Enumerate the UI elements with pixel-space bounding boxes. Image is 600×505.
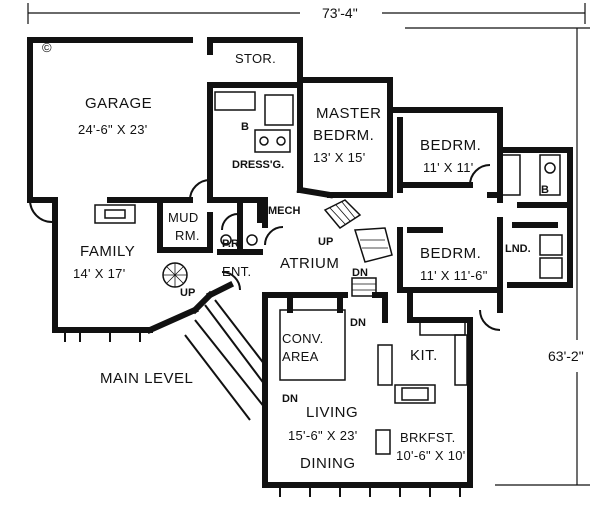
fixtures xyxy=(94,91,563,455)
room-label-living: LIVING xyxy=(306,404,358,421)
room-label-family: FAMILY xyxy=(80,243,135,260)
room-size-bedroom-1: 11' X 11' xyxy=(423,160,474,175)
room-size-living: 15'-6" X 23' xyxy=(288,428,358,443)
stair-up-family: UP xyxy=(180,287,195,299)
stair-dn-living: DN xyxy=(282,393,298,405)
level-label: MAIN LEVEL xyxy=(100,370,193,387)
room-label-conv-line1: CONV. xyxy=(282,331,323,346)
room-label-conv-line2: AREA xyxy=(282,349,319,364)
room-label-mech: MECH xyxy=(268,205,300,217)
room-label-dressing: DRESS'G. xyxy=(232,159,284,171)
room-label-powder: P.R. xyxy=(222,238,242,250)
room-label-bedroom-1: BEDRM. xyxy=(420,137,481,154)
room-label-garage: GARAGE xyxy=(85,95,152,112)
room-label-breakfast: BRKFST. xyxy=(400,430,456,445)
room-label-master-line2: BEDRM. xyxy=(313,127,374,144)
room-label-master-line1: MASTER xyxy=(316,105,382,122)
room-label-mud-line2: RM. xyxy=(175,228,200,243)
room-label-atrium: ATRIUM xyxy=(280,255,339,272)
bath-label-hall: B xyxy=(541,184,549,196)
room-size-bedroom-2: 11' X 11'-6" xyxy=(420,268,488,283)
room-size-master: 13' X 15' xyxy=(313,150,365,165)
room-label-dining: DINING xyxy=(300,455,356,472)
dimension-height: 63'-2" xyxy=(405,27,590,486)
bath-label-master: B xyxy=(241,121,249,133)
stair-dn-conv: DN xyxy=(350,317,366,329)
room-label-mud-line1: MUD xyxy=(168,210,199,225)
stairs xyxy=(162,199,393,297)
dimension-width: 73'-4" xyxy=(27,3,586,24)
room-label-kitchen: KIT. xyxy=(410,347,438,364)
room-size-family: 14' X 17' xyxy=(73,266,125,281)
room-size-garage: 24'-6" X 23' xyxy=(78,122,148,137)
width-dimension-label: 73'-4" xyxy=(322,5,358,21)
doors xyxy=(29,164,501,331)
stair-dn-atrium: DN xyxy=(352,267,368,279)
stair-up-atrium: UP xyxy=(318,236,333,248)
room-label-laundry: LND. xyxy=(505,243,531,255)
room-label-bedroom-2: BEDRM. xyxy=(420,245,481,262)
copyright-mark: © xyxy=(42,40,52,55)
room-label-storage: STOR. xyxy=(235,51,276,66)
room-size-breakfast: 10'-6" X 10' xyxy=(396,448,466,463)
height-dimension-label: 63'-2" xyxy=(548,348,584,364)
room-label-entry: ENT. xyxy=(222,264,251,279)
